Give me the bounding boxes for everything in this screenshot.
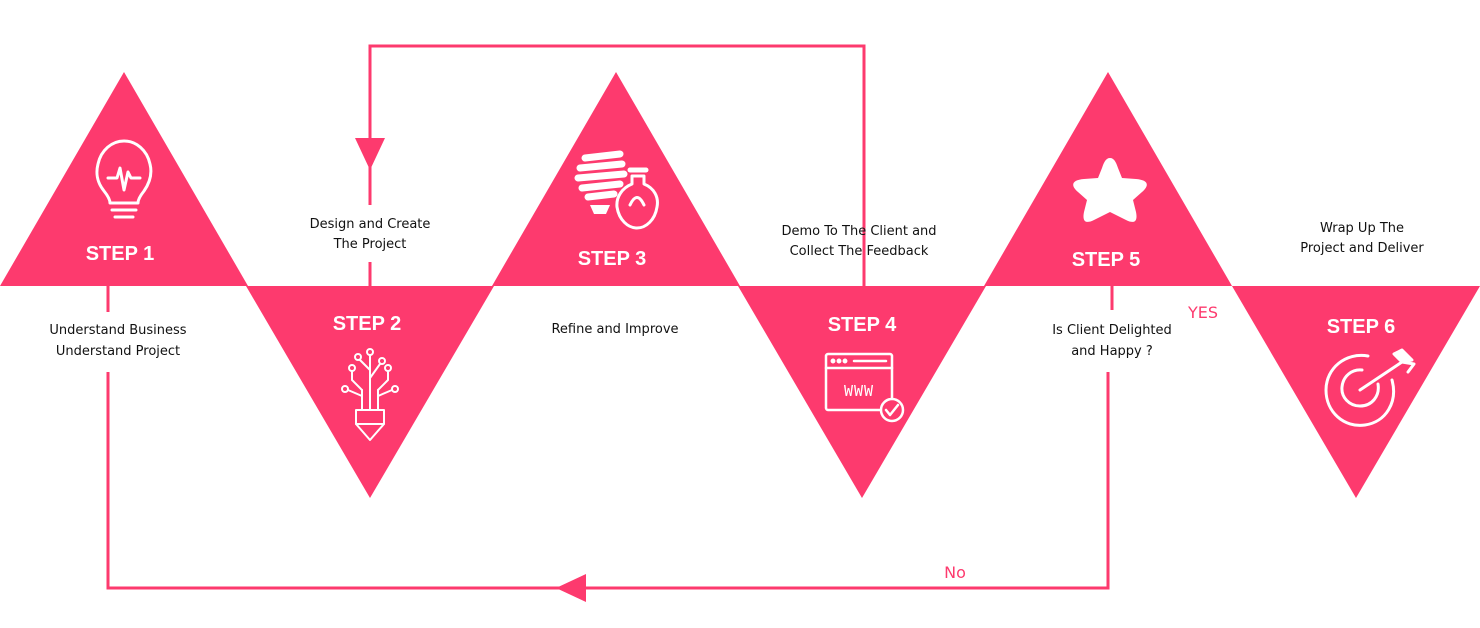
step2-description-line1: Design and Create — [310, 217, 431, 232]
step6-description-line1: Wrap Up The — [1320, 221, 1404, 236]
feedback-loop-line — [368, 44, 866, 286]
no-loop-line-lower — [106, 372, 1110, 590]
step6-triangle — [1232, 286, 1480, 498]
target-arrow-icon — [1324, 348, 1416, 427]
bulbs-icon — [574, 150, 659, 230]
step4-description-line1: Demo To The Client and — [781, 224, 936, 239]
yes-branch-label: YES — [1187, 303, 1218, 322]
step5-description-line2: and Happy ? — [1071, 344, 1153, 359]
lightbulb-icon — [95, 139, 153, 219]
step4-label: STEP 4 — [828, 314, 897, 336]
step4-description-line2: Collect The Feedback — [790, 244, 929, 259]
step5-description-line1: Is Client Delighted — [1052, 323, 1172, 338]
no-branch-label: No — [944, 563, 966, 582]
step1-label: STEP 1 — [86, 243, 155, 265]
step4-triangle — [738, 286, 986, 498]
step5-label: STEP 5 — [1072, 249, 1141, 271]
step6-label: STEP 6 — [1327, 316, 1396, 338]
no-loop-arrowhead — [556, 574, 586, 602]
step3-label: STEP 3 — [578, 248, 647, 270]
circuit-pencil-icon — [341, 348, 399, 441]
www-browser-check-icon — [824, 352, 905, 423]
step3-description-line1: Refine and Improve — [551, 322, 678, 337]
step1-description-line1: Understand Business — [49, 323, 186, 338]
step1-description-line2: Understand Project — [56, 344, 180, 359]
step2-label: STEP 2 — [333, 313, 402, 335]
step3-triangle — [492, 72, 740, 286]
star-icon — [1073, 158, 1147, 222]
step2-description-line2: The Project — [333, 237, 407, 252]
www-text: WWW — [844, 382, 874, 400]
step1-triangle — [0, 72, 248, 286]
step6-description-line2: Project and Deliver — [1300, 241, 1424, 256]
